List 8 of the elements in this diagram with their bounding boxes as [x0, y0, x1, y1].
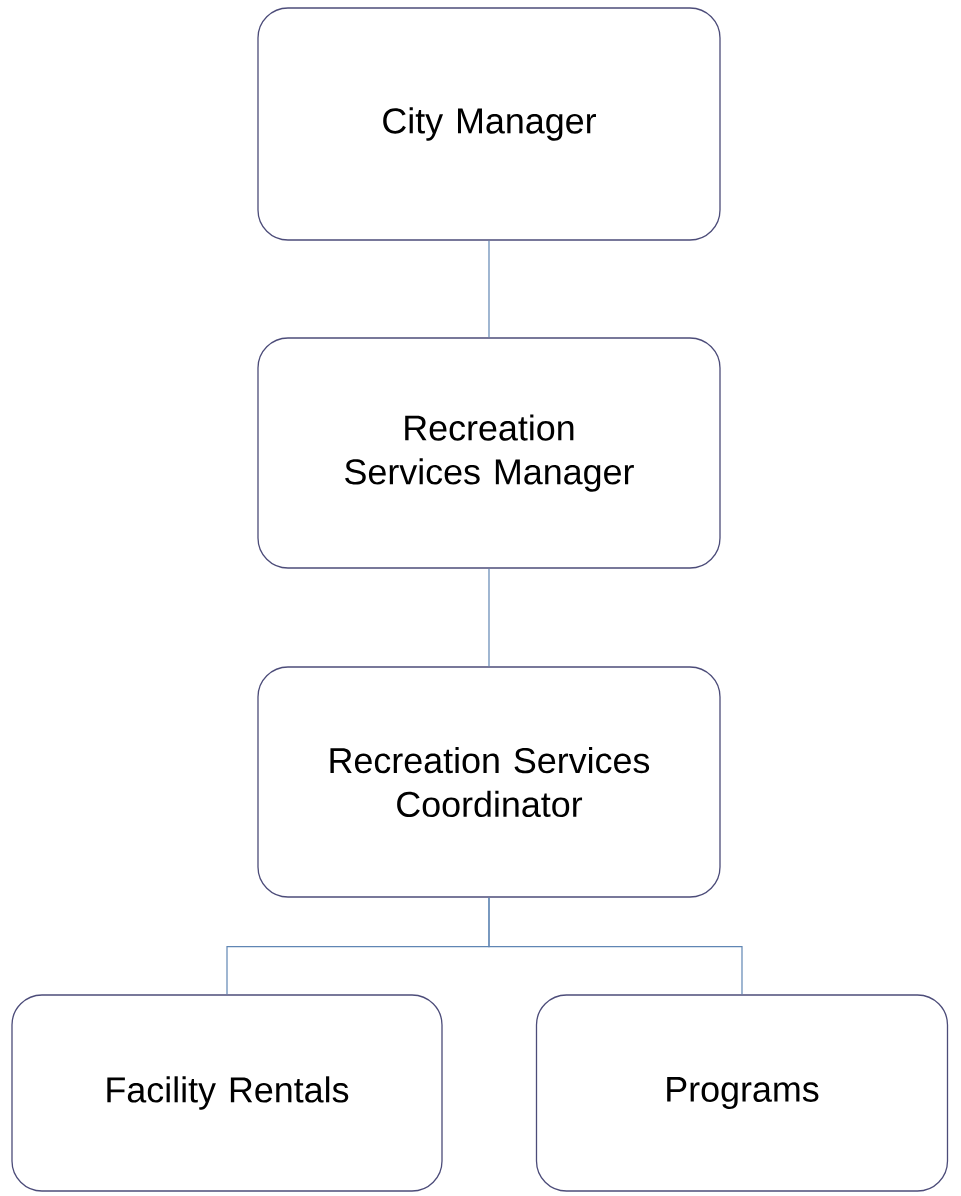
connector-line	[488, 568, 490, 667]
org-box: Recreation Services Manager	[257, 337, 721, 569]
org-box: Facility Rentals	[11, 994, 443, 1192]
connector-line	[488, 897, 743, 995]
org-box: Recreation Services Coordinator	[257, 666, 721, 898]
org-box: City Manager	[257, 7, 721, 241]
org-box: Programs	[535, 994, 949, 1192]
connector-line	[488, 240, 490, 338]
